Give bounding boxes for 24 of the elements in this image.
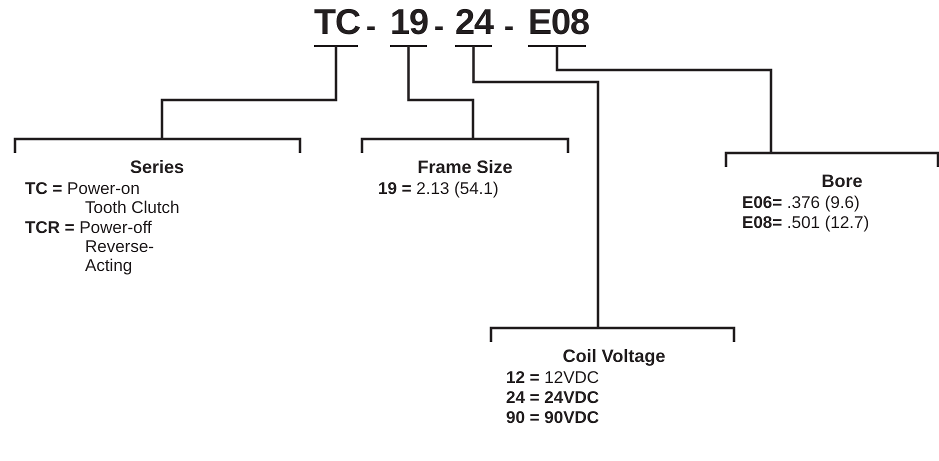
code-definition: TCR = Power-off Reverse-Acting <box>25 218 155 275</box>
connector-line <box>160 47 338 138</box>
bracket-group <box>725 152 939 232</box>
group-heading: Bore <box>822 171 862 191</box>
separator-dash: - <box>504 10 514 44</box>
code-definition: 90 = 90VDC <box>506 408 600 427</box>
connector-line <box>472 47 600 327</box>
code-definition: E06= .376 (9.6) <box>742 193 861 212</box>
group-heading: Coil Voltage <box>562 346 666 366</box>
model-code-segment: 24 <box>455 0 492 47</box>
separator-dash: - <box>366 10 376 44</box>
code-definition: E08= .501 (12.7) <box>742 213 870 232</box>
code-definition: 12 = 12VDC <box>506 368 600 387</box>
bracket-group <box>361 138 569 198</box>
model-code-segment: 19 <box>390 0 427 47</box>
code-definition: 24 = 24VDC <box>506 388 600 407</box>
group-heading: Frame Size <box>417 157 513 177</box>
code-definition: 19 = 2.13 (54.1) <box>378 179 500 198</box>
connector-line <box>407 47 474 138</box>
group-heading: Series <box>130 157 184 177</box>
connector-line <box>556 47 772 152</box>
code-definition: TC = Power-on Tooth Clutch <box>25 179 180 217</box>
separator-dash: - <box>434 10 444 44</box>
model-code-segment: TC <box>314 0 358 47</box>
